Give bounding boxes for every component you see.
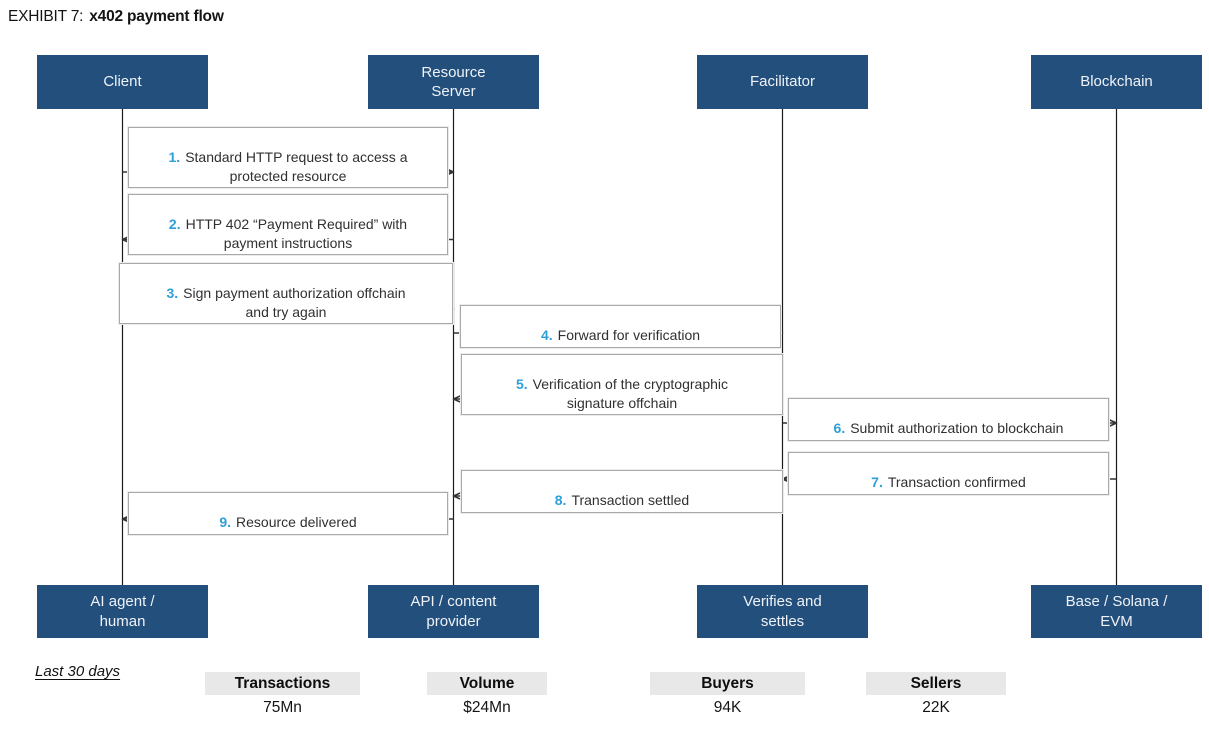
exhibit-number: EXHIBIT 7: — [8, 8, 84, 25]
message-text: Transaction confirmed — [887, 474, 1026, 491]
message-label-3: 3.Sign payment authorization offchain an… — [119, 263, 453, 325]
message-number: 3. — [166, 285, 179, 302]
message-number: 1. — [168, 149, 181, 166]
message-label-8: 8.Transaction settled — [461, 470, 783, 513]
message-label-7: 7.Transaction confirmed — [788, 452, 1109, 495]
exhibit-title: EXHIBIT 7: x402 payment flow — [8, 8, 224, 26]
stats-period-label: Last 30 days — [35, 663, 121, 680]
message-text: Submit authorization to blockchain — [850, 420, 1064, 437]
message-label-9: 9.Resource delivered — [128, 492, 448, 535]
message-number: 4. — [540, 327, 553, 344]
role-box-verifies-and-settles: Verifies and settles — [697, 585, 868, 638]
stat-label: Transactions — [205, 672, 360, 695]
stat-buyers: Buyers 94K — [650, 672, 805, 717]
message-number: 6. — [833, 420, 846, 437]
actor-box-facilitator: Facilitator — [697, 55, 868, 109]
message-label-4: 4.Forward for verification — [460, 305, 781, 348]
stat-value: 22K — [922, 699, 950, 716]
message-label-6: 6.Submit authorization to blockchain — [788, 398, 1109, 441]
message-number: 7. — [871, 474, 883, 491]
message-text: Standard HTTP request to access a protec… — [185, 149, 408, 184]
stat-sellers: Sellers 22K — [866, 672, 1006, 717]
exhibit-name: x402 payment flow — [89, 8, 224, 25]
stat-value: $24Mn — [463, 699, 511, 716]
message-label-5: 5.Verification of the cryptographic sign… — [461, 354, 783, 416]
message-text: Forward for verification — [557, 327, 701, 344]
message-text: Resource delivered — [236, 514, 357, 531]
message-text: Transaction settled — [571, 492, 690, 509]
message-label-2: 2.HTTP 402 “Payment Required” with payme… — [128, 194, 448, 256]
actor-box-blockchain: Blockchain — [1031, 55, 1202, 109]
message-number: 5. — [515, 376, 528, 393]
stat-transactions: Transactions 75Mn — [205, 672, 360, 717]
role-box-base-solana-evm: Base / Solana / EVM — [1031, 585, 1202, 638]
stat-label: Volume — [427, 672, 547, 695]
stat-label: Buyers — [650, 672, 805, 695]
stat-volume: Volume $24Mn — [427, 672, 547, 717]
message-number: 2. — [168, 216, 181, 233]
actor-box-client: Client — [37, 55, 208, 109]
role-box-ai-agent-human: AI agent / human — [37, 585, 208, 638]
message-text: Sign payment authorization offchain and … — [183, 285, 406, 320]
role-box-api-content-provider: API / content provider — [368, 585, 539, 638]
stat-label: Sellers — [866, 672, 1006, 695]
actor-box-resource-server: Resource Server — [368, 55, 539, 109]
message-label-1: 1.Standard HTTP request to access a prot… — [128, 127, 448, 189]
stat-value: 75Mn — [263, 699, 302, 716]
message-text: HTTP 402 “Payment Required” with payment… — [185, 216, 408, 251]
message-number: 9. — [219, 514, 232, 531]
stat-value: 94K — [713, 699, 742, 716]
message-number: 8. — [554, 492, 567, 509]
message-text: Verification of the cryptographic signat… — [532, 376, 729, 411]
